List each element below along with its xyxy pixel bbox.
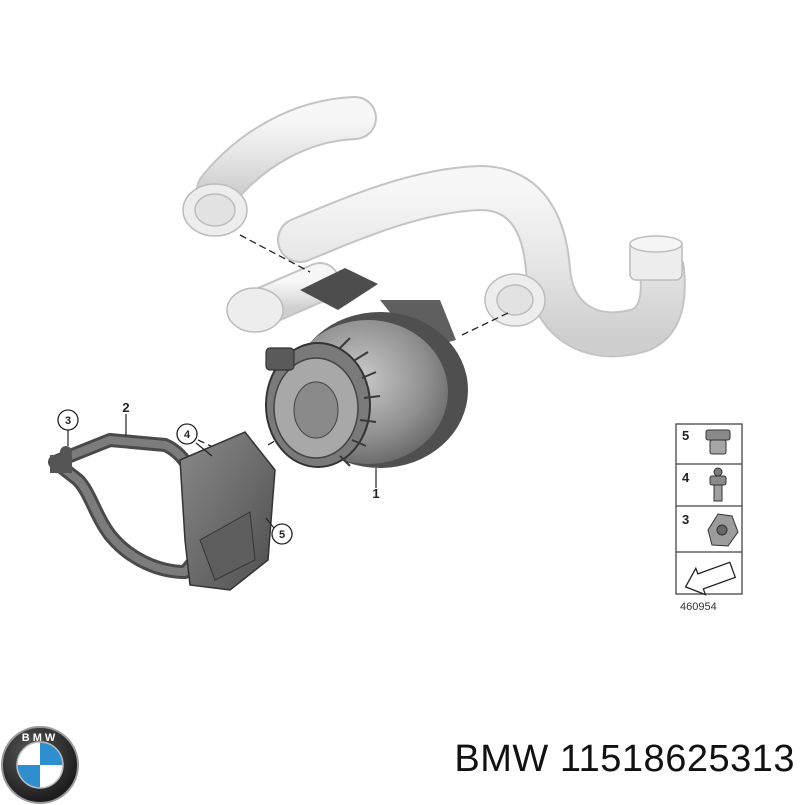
svg-text:3: 3: [682, 512, 689, 527]
bushing-icon: [705, 429, 731, 455]
hose-connectors: [182, 183, 683, 333]
part-number-caption: BMW 11518625313: [454, 738, 795, 780]
callout-1: 1: [372, 486, 379, 501]
leader-lines: [67, 414, 377, 529]
svg-text:5: 5: [279, 529, 285, 541]
bmw-logo-text: BMW: [22, 732, 59, 744]
legend-item-4: 4: [682, 467, 727, 502]
svg-text:2: 2: [122, 400, 129, 415]
svg-text:4: 4: [682, 470, 690, 485]
svg-text:4: 4: [184, 429, 191, 441]
svg-text:1: 1: [372, 486, 379, 501]
arrow-icon: [684, 561, 737, 596]
nut-icon: [707, 513, 739, 547]
callout-2: 2: [122, 400, 129, 415]
fastener-legend: 5 4 3 460954: [675, 423, 743, 613]
electric-water-pump: [265, 268, 468, 468]
legend-item-3: 3: [682, 512, 739, 547]
legend-item-5: 5: [682, 428, 731, 455]
pump-bracket: [48, 431, 276, 591]
bolt-icon: [709, 467, 727, 502]
callout-5: 5: [271, 523, 293, 545]
callout-3: 3: [57, 409, 79, 431]
bmw-logo: BMW: [1, 726, 79, 804]
callout-4: 4: [176, 423, 198, 445]
reference-number: 460954: [680, 601, 717, 613]
svg-text:5: 5: [682, 428, 689, 443]
svg-text:3: 3: [65, 415, 71, 427]
